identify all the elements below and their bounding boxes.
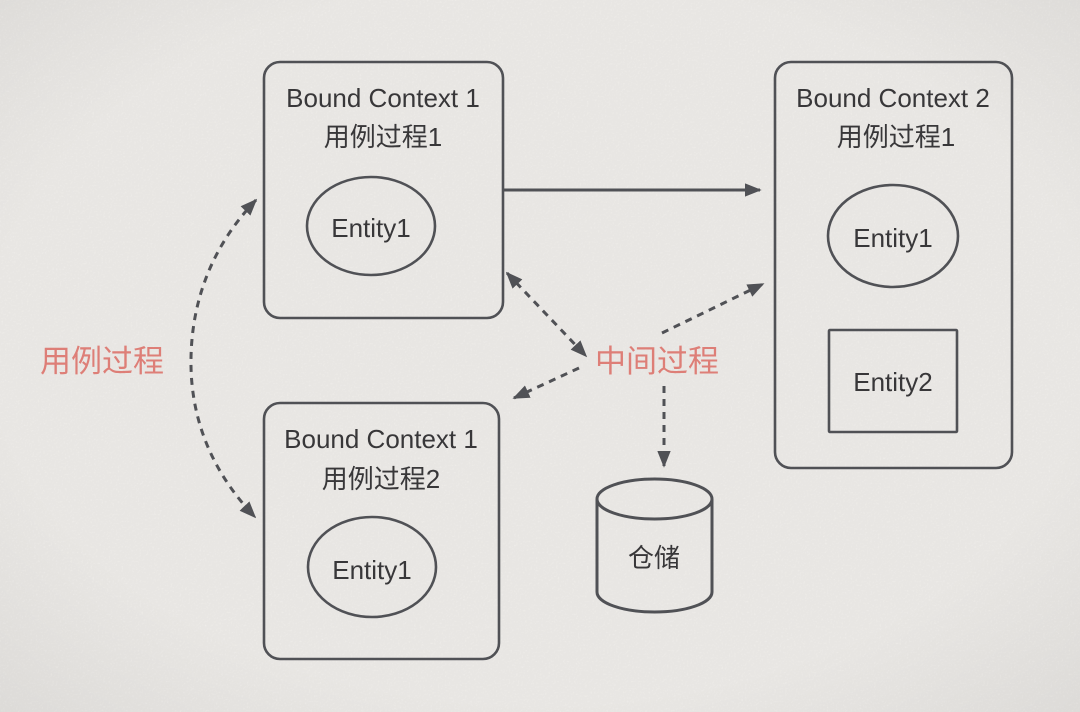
vignette-overlay bbox=[0, 0, 1080, 712]
diagram-canvas: Bound Context 1 用例过程1 Entity1 Bound Cont… bbox=[0, 0, 1080, 712]
diagram-svg: Bound Context 1 用例过程1 Entity1 Bound Cont… bbox=[0, 0, 1080, 712]
